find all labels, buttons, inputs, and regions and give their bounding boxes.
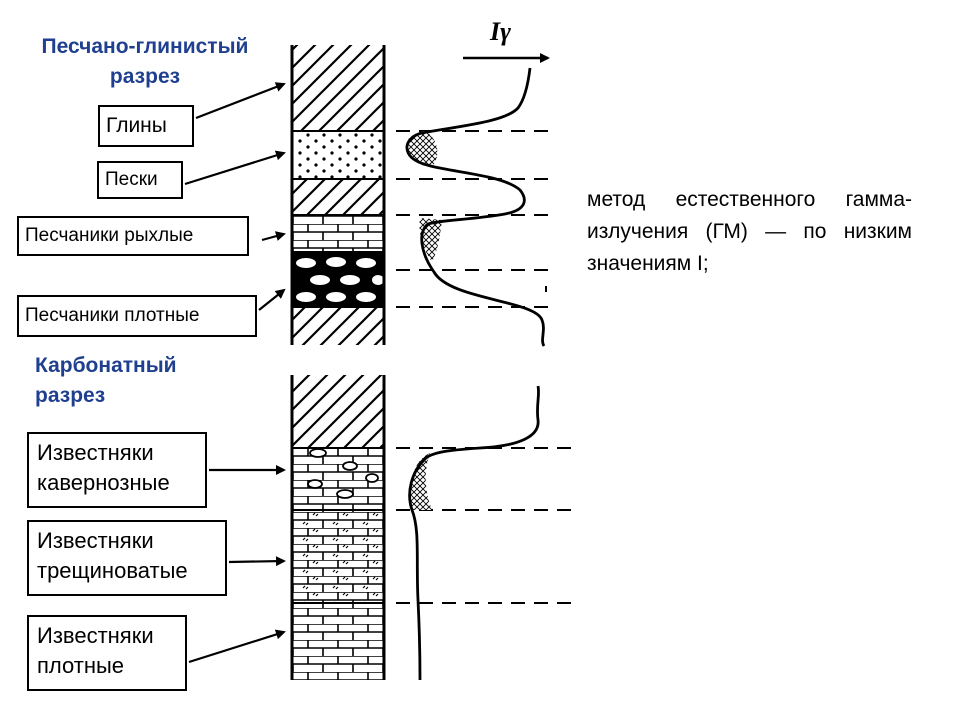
clay-label: Глины — [98, 105, 194, 147]
cavernous-limestone-line2: кавернозные — [37, 470, 170, 495]
sand-anomaly-shading — [405, 131, 438, 167]
fractured-limestone-line1: Известняки — [37, 528, 154, 553]
fractured-limestone-label: Известняки трещиноватые — [27, 520, 227, 596]
boundary-lines — [396, 130, 572, 604]
clay-layer-bottom — [292, 307, 384, 345]
cavern-marks — [307, 448, 379, 499]
clay-layer-middle — [292, 179, 384, 215]
dense-limestone-line1: Известняки — [37, 623, 154, 648]
cavernous-limestone-label: Известняки кавернозные — [27, 432, 207, 508]
sand-clay-column — [290, 45, 386, 345]
method-description: метод естественного гамма-излучения (ГМ)… — [587, 188, 912, 275]
sand-arrow — [184, 150, 286, 186]
carbonate-heading-line2: разрез — [35, 384, 106, 407]
upper-gamma-curve — [405, 67, 547, 347]
fractured-limestone-line2: трещиноватые — [37, 558, 188, 583]
sand-clay-heading-line2: разрез — [109, 65, 181, 88]
dense-limestone-layer — [292, 603, 384, 680]
dense-sandstone-grains — [296, 257, 384, 302]
pointer-arrows — [184, 82, 286, 664]
sand-clay-heading-line1: Песчано-глинистый — [41, 35, 249, 58]
dense-sandstone-arrow — [258, 288, 286, 311]
sand-label: Пески — [97, 161, 183, 199]
cavernous-limestone-line1: Известняки — [37, 440, 154, 465]
clay-arrow — [195, 82, 286, 120]
carbonate-column — [290, 375, 386, 680]
fractured-limestone-arrow — [228, 556, 286, 567]
loose-sandstone-arrow — [261, 231, 286, 242]
lower-gamma-curve — [408, 385, 540, 681]
gamma-axis-label: Iγ — [489, 17, 511, 46]
clay-cap-layer — [292, 375, 384, 448]
dense-limestone-arrow — [188, 629, 286, 664]
dense-limestone-line2: плотные — [37, 653, 125, 678]
fractured-limestone-layer — [292, 510, 384, 603]
carbonate-heading-line1: Карбонатный — [35, 354, 177, 377]
sand-layer — [292, 131, 384, 179]
carbonate-heading: Карбонатный разрез — [35, 351, 215, 411]
cavernous-anomaly-shading — [409, 453, 432, 510]
loose-sandstone-label: Песчаники рыхлые — [17, 216, 249, 256]
dense-limestone-label: Известняки плотные — [27, 615, 187, 691]
loose-sandstone-layer — [292, 215, 384, 252]
sand-clay-heading: Песчано-глинистый разрез — [10, 32, 280, 92]
dense-sandstone-label: Песчаники плотные — [17, 295, 257, 337]
clay-layer-top — [292, 45, 384, 131]
gamma-axis: Iγ — [463, 17, 550, 63]
